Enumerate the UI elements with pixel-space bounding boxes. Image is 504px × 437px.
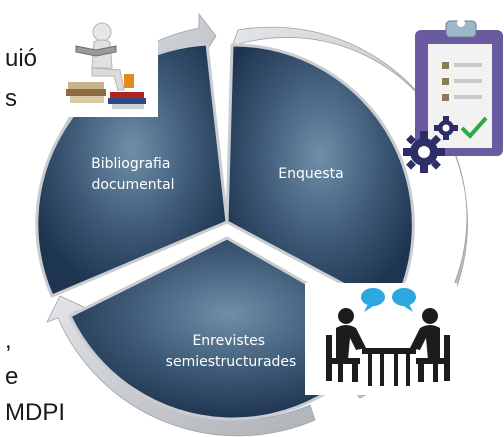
segment-label-bibliografia: Bibliografia documental <box>91 156 175 193</box>
background-text-3: , <box>5 327 12 354</box>
background-text-2: s <box>5 85 17 112</box>
background-text-1: uió <box>5 45 38 72</box>
segment-label-bibliografia-line1: Bibliografia <box>91 156 170 172</box>
segment-label-enquesta: Enquesta <box>278 166 343 182</box>
person-reading-books-icon <box>56 17 158 117</box>
segment-label-enquesta-line1: Enquesta <box>278 166 343 182</box>
segment-label-enrevistes-line1: Enrevistes <box>192 333 265 349</box>
clipboard-checklist-gears-icon <box>403 19 503 173</box>
segment-enquesta <box>225 43 415 313</box>
people-talking-at-table-icon <box>305 283 457 395</box>
segment-label-enrevistes: Enrevistes semiestructurades <box>166 333 297 370</box>
segment-label-enrevistes-line2: semiestructurades <box>166 354 297 370</box>
background-text-5: MDPI <box>5 399 65 426</box>
background-text-4: e <box>5 363 19 390</box>
segment-label-bibliografia-line2: documental <box>91 177 174 193</box>
